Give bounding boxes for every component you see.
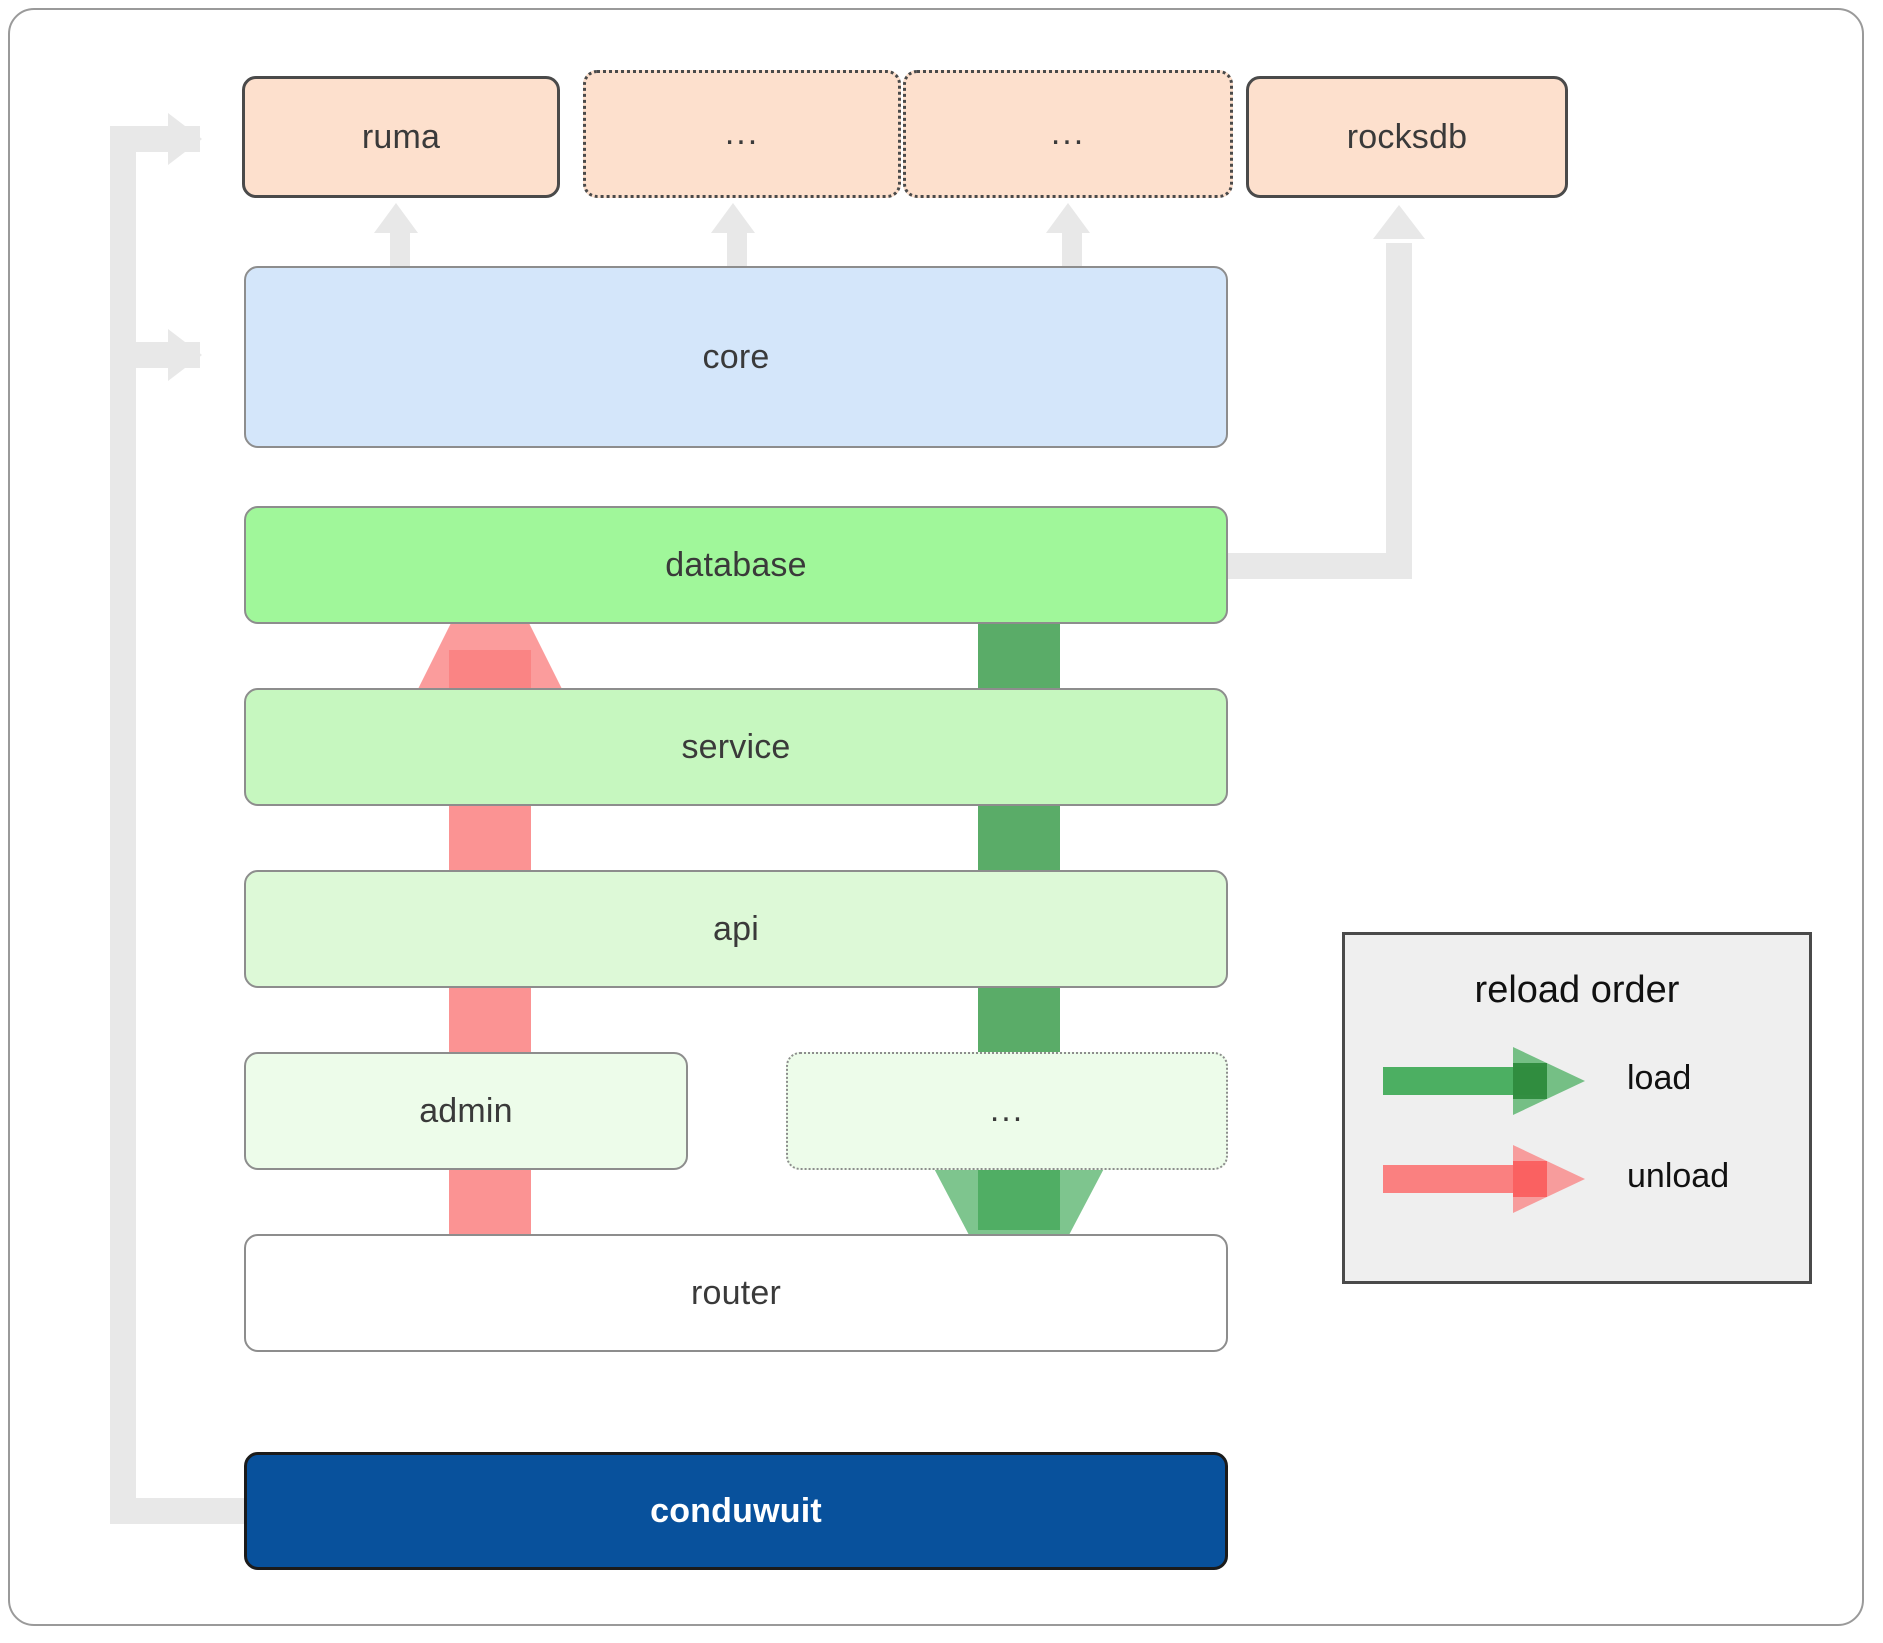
connector-database-rail-vertical [1386,243,1412,579]
crate-label-api: api [713,909,759,948]
crate-label-rocksdb: rocksdb [1346,117,1468,156]
crate-box-database[interactable]: database [244,506,1228,624]
connector-core-to-dots1-stem [727,228,747,276]
crate-box-api[interactable]: api [244,870,1228,988]
crate-label-admin: admin [419,1091,513,1130]
connector-arrowhead-core-to-dots1 [711,203,755,233]
connector-conduwuit-rail-vertical [110,126,136,1524]
crate-box-ellipsis-3[interactable]: ... [786,1052,1228,1170]
crate-box-core[interactable]: core [244,266,1228,448]
legend-panel: reload order load unload [1342,932,1812,1284]
connector-arrowhead-rocksdb [1373,205,1425,239]
crate-label-ellipsis-2: ... [1050,114,1086,153]
legend-label-unload: unload [1627,1157,1730,1195]
crate-label-ruma: ruma [361,117,441,156]
legend-load-arrow-icon [1383,1047,1585,1115]
crate-label-core: core [702,337,770,376]
crate-label-ellipsis-1: ... [724,114,760,153]
crate-label-service: service [681,727,791,766]
crate-label-router: router [690,1273,782,1312]
crate-box-ellipsis-2[interactable]: ... [903,70,1233,198]
crate-box-service[interactable]: service [244,688,1228,806]
crate-box-conduwuit[interactable]: conduwuit [244,1452,1228,1570]
legend-unload-arrow-icon [1383,1145,1585,1213]
crate-box-rocksdb[interactable]: rocksdb [1246,76,1568,198]
connector-core-to-dots2-stem [1062,228,1082,276]
connector-arrowhead-ruma [168,113,202,165]
crate-label-ellipsis-3: ... [989,1091,1025,1130]
legend-title: reload order [1474,969,1680,1011]
legend-label-load: load [1627,1059,1692,1097]
crate-label-database: database [665,545,807,584]
diagram-card [8,8,1864,1626]
crate-box-ellipsis-1[interactable]: ... [583,70,901,198]
crate-label-conduwuit: conduwuit [650,1491,822,1530]
connector-arrowhead-core-to-dots2 [1046,203,1090,233]
crate-box-ruma[interactable]: ruma [242,76,560,198]
connector-arrowhead-core [168,329,202,381]
crate-box-router[interactable]: router [244,1234,1228,1352]
crate-box-admin[interactable]: admin [244,1052,688,1170]
connector-arrowhead-core-to-ruma [374,203,418,233]
connector-core-to-ruma-stem [390,228,410,276]
